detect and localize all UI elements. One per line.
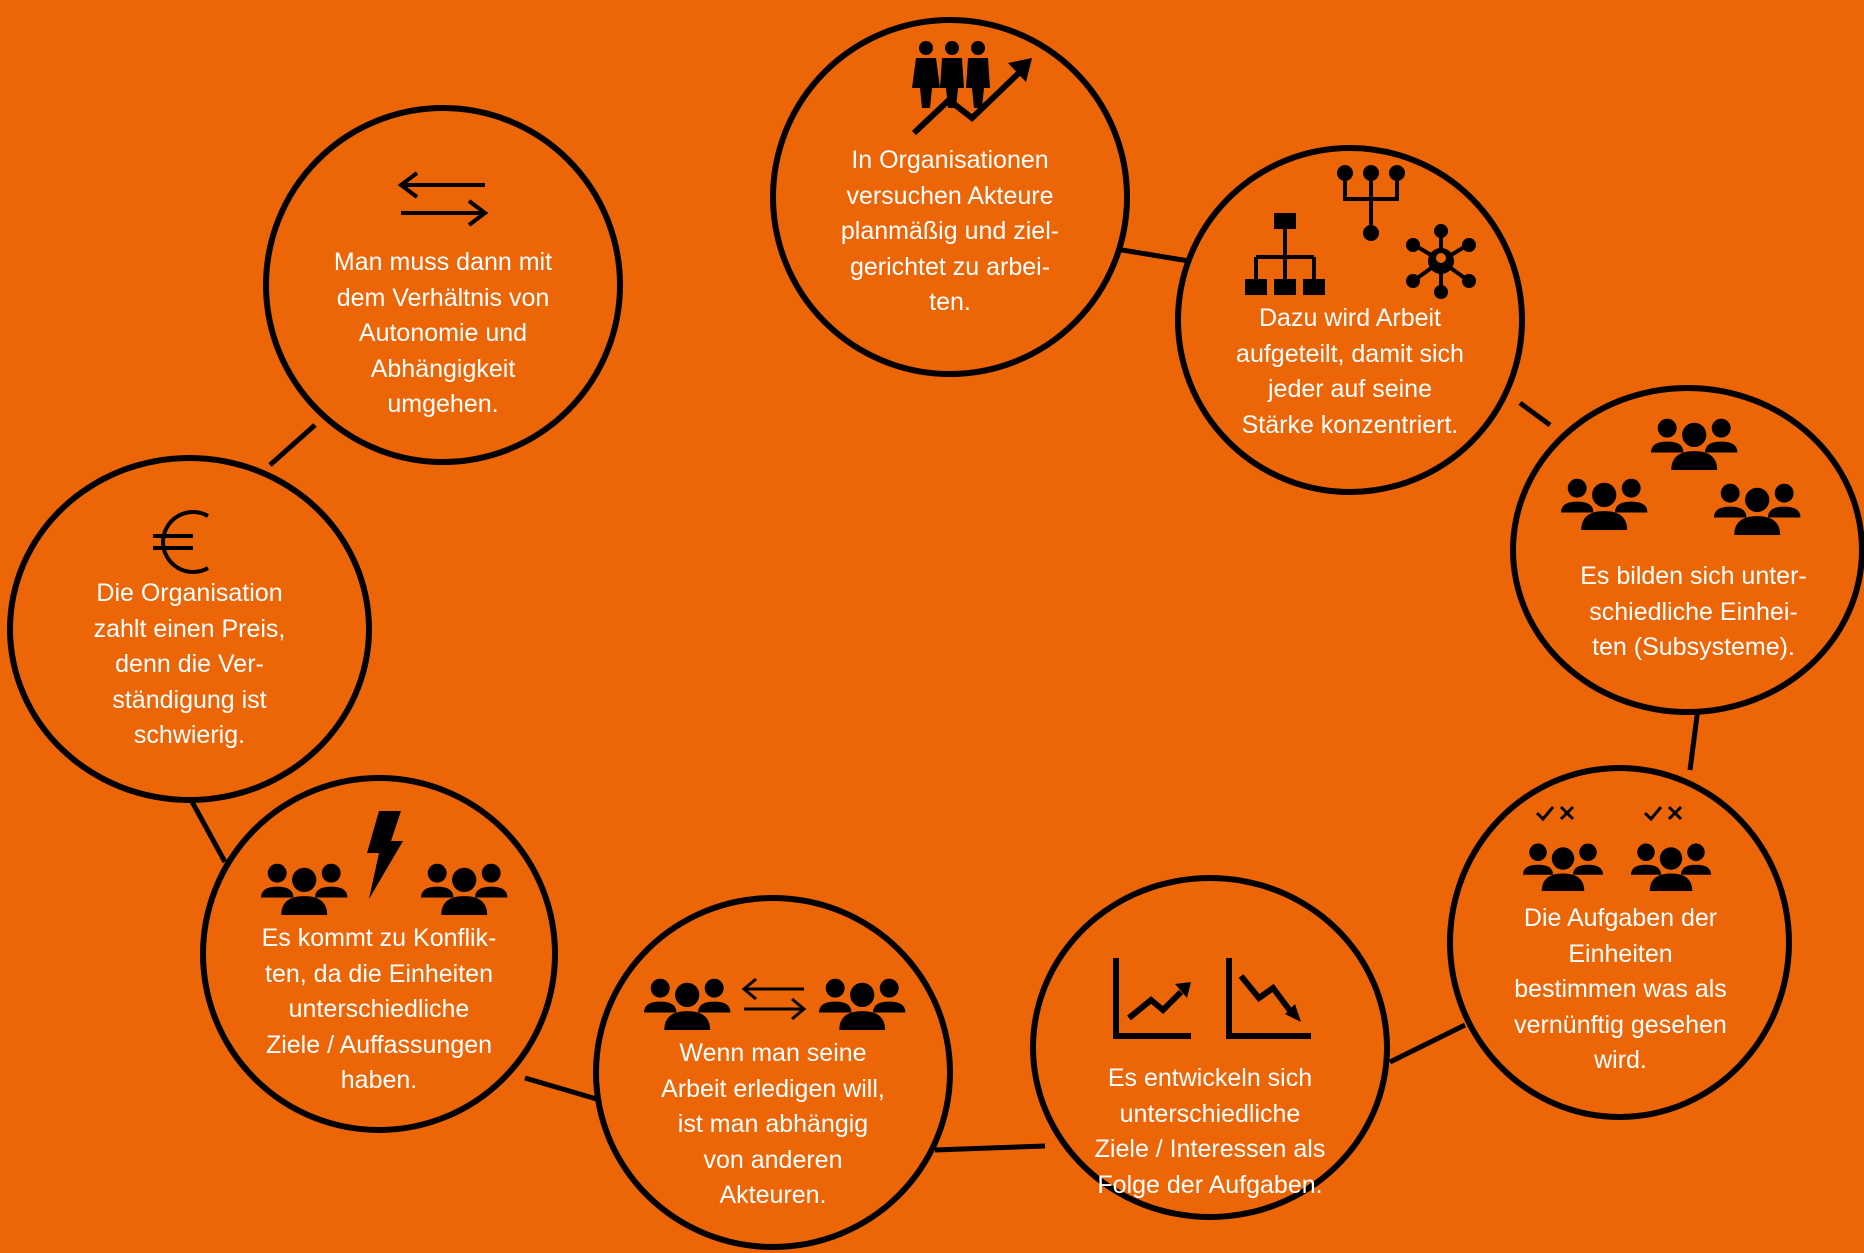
step-6-text: Wenn man seine Arbeit erledigen will, is… <box>661 1039 885 1209</box>
connector-line <box>1388 1022 1467 1065</box>
step-8-text: Die Organisation zahlt einen Preis, denn… <box>93 579 286 749</box>
lightning-icon <box>367 811 403 899</box>
euro-icon <box>153 510 209 574</box>
step-2-text: Dazu wird Arbeit aufgeteilt, damit sich … <box>1236 304 1464 439</box>
cycle-step-7: Es kommt zu Konflik- ten, da die Einheit… <box>200 775 558 1133</box>
cycle-step-3: Es bilden sich unter- schiedliche Einhei… <box>1510 385 1864 715</box>
cycle-step-2: Dazu wird Arbeit aufgeteilt, damit sich … <box>1175 145 1525 495</box>
step-9-text: Man muss dann mit dem Verhältnis von Aut… <box>333 248 553 418</box>
groups-exchange-icon <box>644 977 906 1030</box>
connector-line <box>1109 245 1196 265</box>
groups-check-cross-icon <box>1523 805 1711 891</box>
cycle-step-9: Man muss dann mit dem Verhältnis von Aut… <box>263 105 623 465</box>
cycle-step-8: Die Organisation zahlt einen Preis, denn… <box>7 455 372 803</box>
connector-line <box>524 1075 601 1103</box>
cycle-step-6: Wenn man seine Arbeit erledigen will, is… <box>593 895 953 1250</box>
connector-line <box>1518 400 1552 428</box>
organization-structure-icons <box>1245 165 1476 299</box>
step-5-text: Es entwickeln sich unterschiedliche Ziel… <box>1094 1064 1326 1199</box>
connector-line <box>1687 707 1701 771</box>
connector-line <box>187 796 228 864</box>
cycle-step-5: Es entwickeln sich unterschiedliche Ziel… <box>1030 875 1390 1220</box>
hierarchy-icon <box>1245 213 1325 295</box>
cycle-step-1: In Organisationen versuchen Akteure plan… <box>770 17 1130 377</box>
step-4-text: Die Aufgaben der Einheiten bestimmen was… <box>1514 904 1727 1074</box>
connector-line <box>934 1143 1046 1153</box>
cycle-step-4: Die Aufgaben der Einheiten bestimmen was… <box>1447 765 1792 1120</box>
exchange-arrows-icon <box>397 171 489 227</box>
three-groups-icon <box>1561 418 1801 535</box>
tree-icon <box>1337 165 1405 241</box>
step-3-text: Es bilden sich unter- schiedliche Einhei… <box>1580 562 1807 661</box>
connector-line <box>268 423 317 467</box>
charts-up-down-icon <box>1113 958 1311 1039</box>
people-growth-arrow-icon <box>911 41 1032 136</box>
step-7-text: Es kommt zu Konflik- ten, da die Einheit… <box>261 924 497 1094</box>
groups-conflict-icon <box>261 811 508 915</box>
step-1-text: In Organisationen versuchen Akteure plan… <box>840 146 1060 316</box>
network-icon <box>1406 224 1476 299</box>
